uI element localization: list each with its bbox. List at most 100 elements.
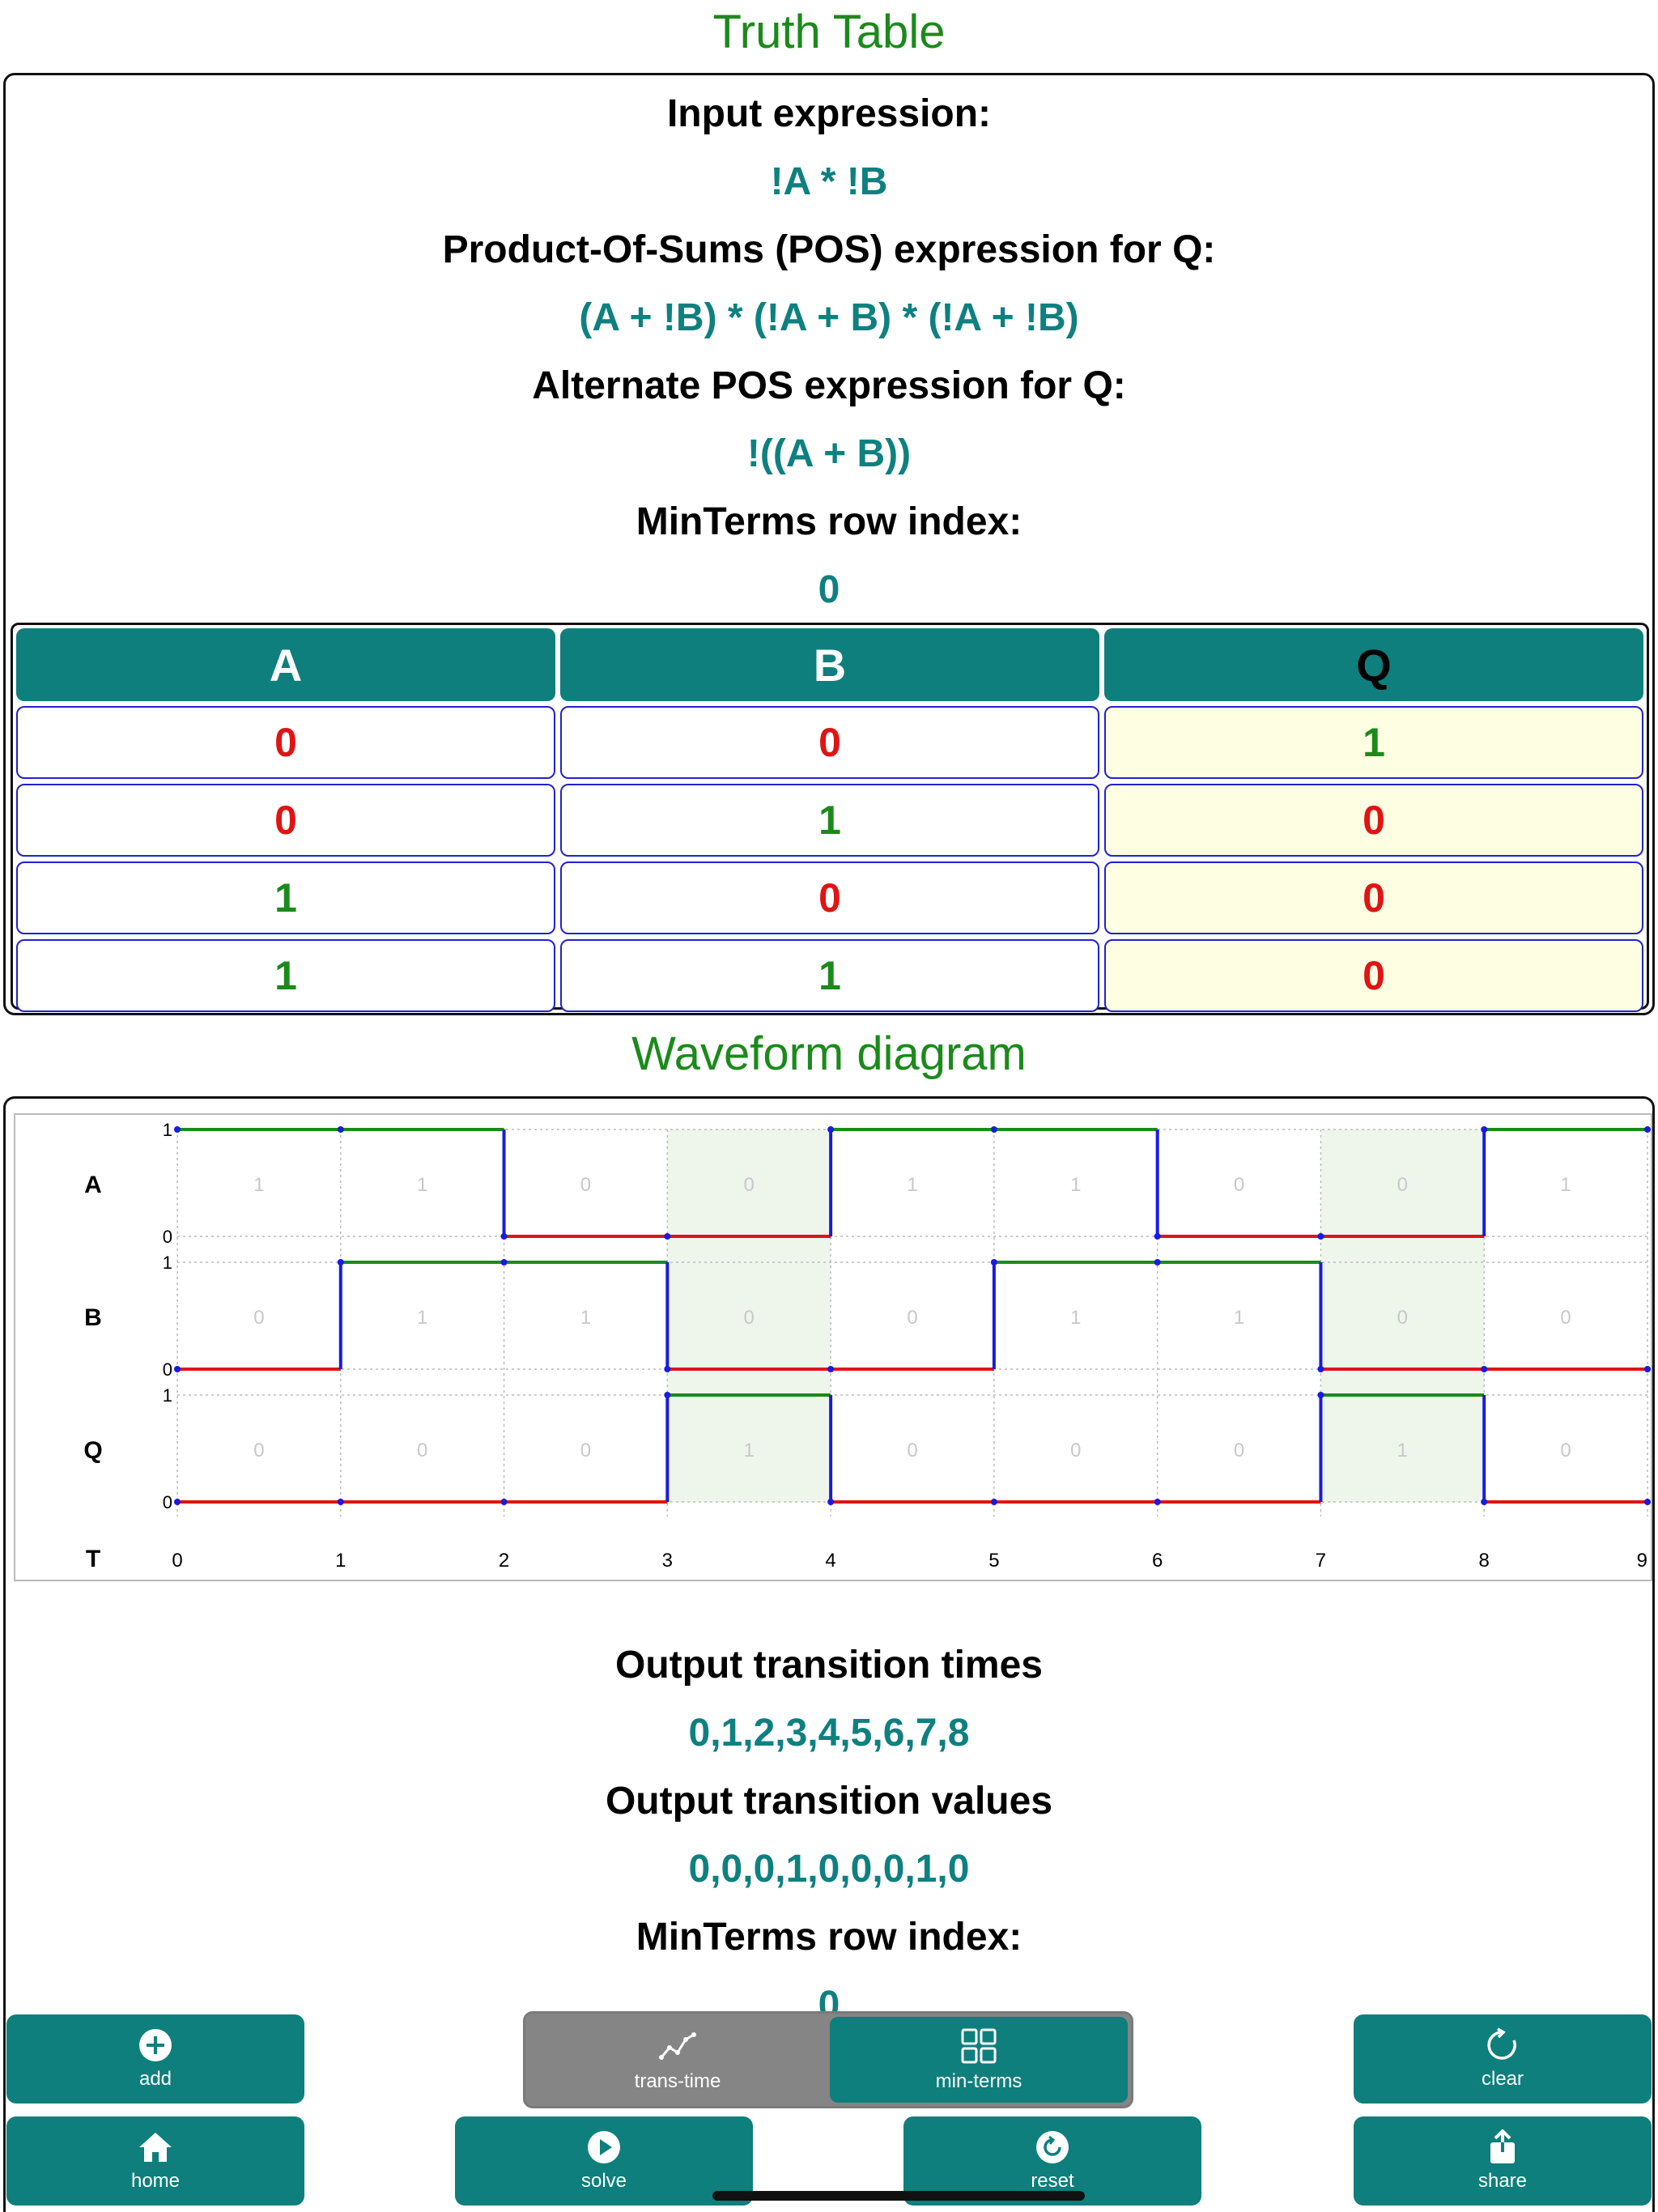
signal-point <box>827 1366 835 1372</box>
signal-point <box>1481 1126 1488 1133</box>
reset-button[interactable]: reset <box>903 2116 1201 2206</box>
segment-min-terms[interactable]: min-terms <box>830 2017 1128 2103</box>
trend-line-icon <box>659 2032 696 2060</box>
time-tick-label: 3 <box>662 1550 673 1572</box>
input-expression-value: !A * !B <box>770 160 888 203</box>
table-cell: 0 <box>560 861 1099 934</box>
signal-point <box>1154 1233 1161 1240</box>
output-transition-values-value: 0,0,0,1,0,0,0,1,0 <box>688 1848 970 1891</box>
time-tick-label: 2 <box>499 1550 509 1572</box>
signal-point <box>1317 1392 1324 1398</box>
time-tick-label: 9 <box>1637 1550 1647 1572</box>
signal-point <box>827 1499 835 1505</box>
signal-point <box>174 1126 181 1133</box>
home-button[interactable]: home <box>6 2116 304 2206</box>
header-a: A <box>16 628 555 701</box>
output-minterms-label: MinTerms row index: <box>636 1916 1022 1959</box>
refresh-icon <box>1487 2027 1516 2060</box>
share-button-label: share <box>1477 2170 1528 2192</box>
table-cell: 1 <box>560 784 1099 857</box>
signal-point <box>990 1259 997 1266</box>
signal-point <box>1317 1366 1324 1372</box>
share-icon <box>1490 2129 1515 2163</box>
signal-point <box>664 1392 671 1398</box>
signal-point <box>1154 1259 1161 1266</box>
solve-button[interactable]: solve <box>455 2116 753 2206</box>
segment-value-label: 1 <box>744 1440 755 1461</box>
signal-point <box>990 1126 997 1133</box>
time-tick-label: 4 <box>825 1550 835 1572</box>
segment-value-label: 1 <box>1234 1307 1244 1329</box>
segment-value-label: 0 <box>1560 1440 1571 1461</box>
level-tick-label: 0 <box>163 1492 172 1512</box>
pos-expression-label: Product-Of-Sums (POS) expression for Q: <box>442 228 1216 271</box>
home-indicator <box>712 2191 1085 2201</box>
segment-value-label: 1 <box>1070 1307 1081 1329</box>
clear-button-label: clear <box>1481 2068 1524 2090</box>
clear-button[interactable]: clear <box>1354 2014 1652 2104</box>
add-button[interactable]: add <box>6 2014 304 2104</box>
time-tick-label: 7 <box>1316 1550 1326 1572</box>
signal-label: A <box>84 1172 102 1198</box>
segment-value-label: 1 <box>1397 1440 1408 1461</box>
waveform-title: Waveform diagram <box>631 1027 1027 1080</box>
segment-value-label: 1 <box>1070 1174 1081 1196</box>
time-tick-label: 6 <box>1152 1550 1163 1572</box>
signal-point <box>827 1126 835 1133</box>
segment-value-label: 0 <box>580 1440 591 1461</box>
signal-point <box>337 1126 344 1133</box>
header-q: Q <box>1104 628 1643 701</box>
truth-table-title: Truth Table <box>712 6 946 58</box>
minterms-label: MinTerms row index: <box>636 500 1022 543</box>
signal-point <box>990 1499 997 1505</box>
solve-button-label: solve <box>580 2170 627 2192</box>
segment-value-label: 0 <box>744 1174 755 1196</box>
segment-value-label: 0 <box>1070 1440 1081 1461</box>
signal-point <box>500 1259 508 1266</box>
table-cell-output: 0 <box>1104 784 1643 857</box>
table-cell-output: 1 <box>1104 706 1643 779</box>
signal-label: Q <box>83 1437 102 1464</box>
signal-point <box>500 1233 508 1240</box>
minterms-value: 0 <box>818 568 840 611</box>
segment-value-label: 0 <box>1397 1174 1408 1196</box>
segment-value-label: 1 <box>417 1174 427 1196</box>
time-tick-label: 0 <box>172 1550 182 1572</box>
home-button-label: home <box>130 2170 181 2192</box>
mode-segmented-control: trans-time min-terms <box>523 2011 1133 2108</box>
level-tick-label: 0 <box>163 1359 172 1380</box>
segment-value-label: 0 <box>744 1307 755 1329</box>
segment-value-label: 0 <box>907 1307 917 1329</box>
signal-point <box>1644 1366 1651 1372</box>
truth-table: A B Q 0 0 1 0 1 0 1 0 0 1 1 0 <box>11 623 1649 1012</box>
level-tick-label: 0 <box>163 1227 172 1247</box>
signal-point <box>337 1259 344 1266</box>
segment-value-label: 0 <box>1234 1174 1244 1196</box>
alt-pos-expression-label: Alternate POS expression for Q: <box>532 364 1126 407</box>
segment-value-label: 0 <box>253 1440 264 1461</box>
table-cell-output: 0 <box>1104 861 1643 934</box>
level-tick-label: 1 <box>163 1253 172 1273</box>
segment-trans-time[interactable]: trans-time <box>529 2017 827 2103</box>
input-expression-label: Input expression: <box>666 92 992 135</box>
segment-min-terms-label: min-terms <box>935 2070 1022 2092</box>
table-cell: 1 <box>560 939 1099 1012</box>
plus-circle-icon <box>139 2029 172 2061</box>
table-cell: 0 <box>16 784 555 857</box>
segment-value-label: 1 <box>907 1174 917 1196</box>
signal-point <box>1644 1126 1651 1133</box>
segment-value-label: 1 <box>417 1307 427 1329</box>
level-tick-label: 1 <box>163 1120 172 1140</box>
truth-table-grid: A B Q 0 0 1 0 1 0 1 0 0 1 1 0 <box>16 628 1643 1012</box>
signal-point <box>500 1499 508 1505</box>
time-axis-label: T <box>86 1546 100 1572</box>
segment-value-label: 0 <box>253 1307 264 1329</box>
table-cell: 1 <box>16 939 555 1012</box>
reset-button-label: reset <box>1031 2170 1074 2192</box>
share-button[interactable]: share <box>1354 2116 1652 2206</box>
play-circle-icon <box>588 2131 620 2163</box>
table-cell: 0 <box>16 706 555 779</box>
grid-icon <box>961 2028 997 2064</box>
